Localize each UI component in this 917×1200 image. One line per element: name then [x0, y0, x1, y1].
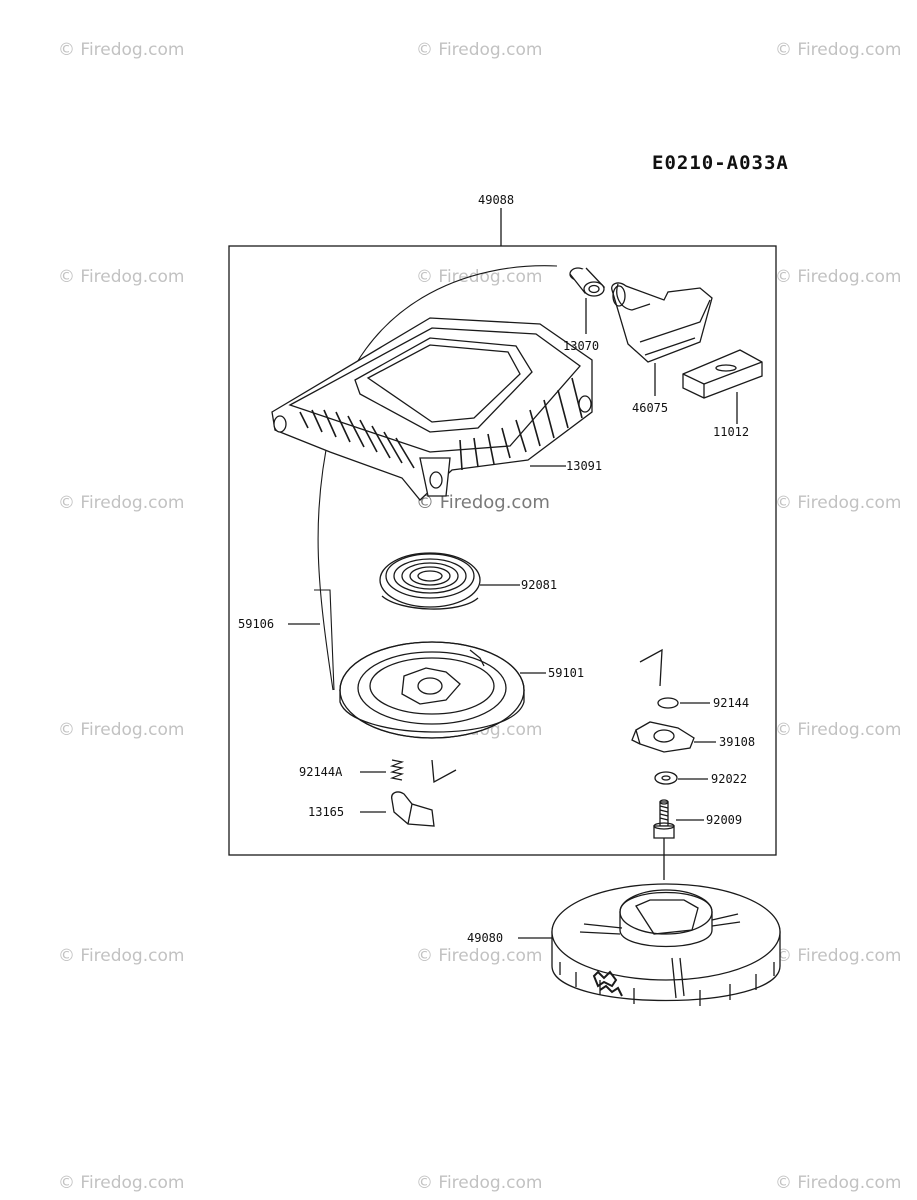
watermark: © Firedog.com: [416, 1173, 543, 1193]
part-label-cup: 49080: [467, 931, 504, 945]
housing-part: [271, 317, 593, 501]
part-label-bolt: 92009: [706, 813, 743, 827]
watermark: © Firedog.com: [416, 40, 543, 60]
handle-part: [611, 282, 713, 363]
part-label-grip-insert: 11012: [713, 425, 750, 439]
watermark: © Firedog.com: [416, 267, 543, 287]
washer-part: [654, 771, 678, 785]
part-label-washer: 92022: [711, 772, 748, 786]
watermark: © Firedog.com: [416, 946, 543, 966]
part-label-handle: 46075: [632, 401, 669, 415]
watermark: © Firedog.com: [775, 40, 902, 60]
part-label-reel: 59101: [548, 666, 585, 680]
watermark: © Firedog.com: [775, 493, 902, 513]
small-spring-ring: [657, 697, 679, 709]
watermark: © Firedog.com: [58, 40, 185, 60]
watermark: © Firedog.com: [775, 720, 902, 740]
part-label-housing: 13091: [566, 459, 603, 473]
part-label-ratchet: 39108: [719, 735, 756, 749]
reel-part: [339, 641, 525, 739]
part-label-pawl: 13165: [308, 805, 345, 819]
watermark: © Firedog.com: [58, 1173, 185, 1193]
bolt-part: [653, 799, 675, 839]
watermark: © Firedog.com: [58, 493, 185, 513]
part-label-spring: 92081: [521, 578, 558, 592]
assembly-frame: [228, 245, 777, 856]
part-label-assembly: 49088: [478, 193, 515, 207]
watermark: © Firedog.com: [775, 946, 902, 966]
ratchet-spring-part: [389, 759, 405, 781]
ratchet-part: [631, 721, 695, 753]
part-label-spring-ratchet: 92144A: [299, 765, 343, 779]
collar-part: [569, 267, 606, 297]
cup-part: [551, 883, 781, 1006]
pawl-part: [391, 791, 435, 827]
part-label-collar: 13070: [563, 339, 600, 353]
spring-part: [379, 552, 481, 610]
grip-insert-part: [682, 349, 763, 399]
part-label-rope: 59106: [238, 617, 275, 631]
watermark: © Firedog.com: [58, 267, 185, 287]
watermark: © Firedog.com: [775, 267, 902, 287]
watermark: © Firedog.com: [775, 1173, 902, 1193]
watermark: © Firedog.com: [58, 946, 185, 966]
part-label-spring-small: 92144: [713, 696, 750, 710]
watermark-center: © Firedog.com: [416, 492, 550, 513]
watermark: © Firedog.com: [58, 720, 185, 740]
diagram-code: E0210-A033A: [652, 152, 789, 174]
